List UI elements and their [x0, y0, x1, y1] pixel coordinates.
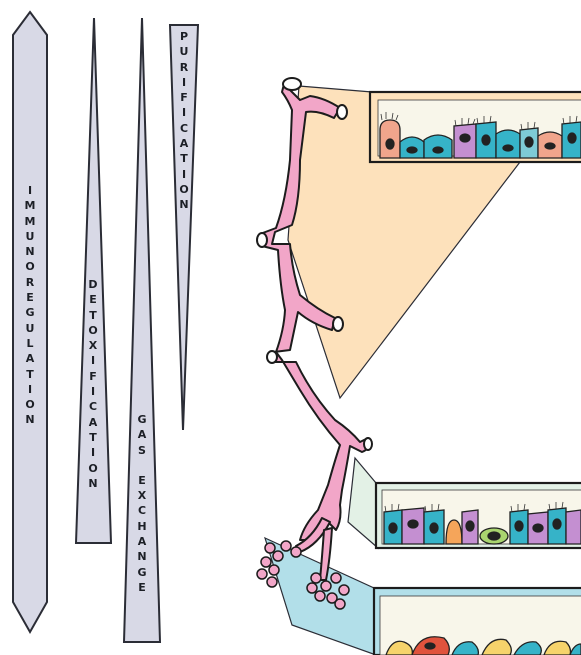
label-letter: O — [25, 259, 34, 274]
label-letter: N — [25, 244, 34, 259]
label-letter: S — [138, 443, 146, 458]
label-letter: I — [28, 382, 32, 397]
middle-zoom-funnel — [348, 458, 378, 548]
label-letter: I — [28, 183, 32, 198]
label-letter: N — [88, 476, 97, 491]
label-letter: N — [25, 412, 34, 427]
label-letter: G — [137, 412, 146, 427]
label-letter: T — [89, 430, 97, 445]
label-letter: U — [26, 321, 35, 336]
label-letter: E — [89, 292, 97, 307]
label-letter: M — [25, 198, 36, 213]
label-letter: A — [26, 351, 35, 366]
label-letter: T — [180, 151, 188, 166]
label-letter: I — [182, 167, 186, 182]
label-letter: O — [179, 182, 188, 197]
label-letter: R — [180, 60, 188, 75]
label-letter: A — [89, 415, 98, 430]
label-letter: C — [180, 121, 188, 136]
label-letter: O — [88, 461, 97, 476]
label-letter: F — [180, 90, 188, 105]
label-letter: U — [180, 44, 189, 59]
label-letter: O — [25, 397, 34, 412]
label-letter: I — [182, 105, 186, 120]
label-letter: A — [180, 136, 189, 151]
label-letter: E — [26, 290, 34, 305]
label-letter: C — [138, 503, 146, 518]
label-letter: O — [88, 323, 97, 338]
label-letter: T — [89, 308, 97, 323]
label-letter: P — [180, 29, 188, 44]
label-letter: A — [138, 427, 147, 442]
label-letter: X — [138, 488, 146, 503]
label-letter: R — [26, 275, 34, 290]
label-letter: I — [91, 445, 95, 460]
label-letter: C — [89, 399, 97, 414]
label-letter: F — [89, 369, 97, 384]
label-letter: I — [91, 353, 95, 368]
label-letter: G — [25, 305, 34, 320]
label-letter: L — [26, 336, 33, 351]
label-letter: U — [26, 229, 35, 244]
label-letter: N — [137, 549, 146, 564]
label-letter: I — [182, 75, 186, 90]
label-letter: H — [137, 519, 146, 534]
label-letter: E — [138, 473, 146, 488]
label-letter: M — [25, 214, 36, 229]
label-letter: E — [138, 580, 146, 595]
label-letter: X — [89, 338, 97, 353]
label-letter: N — [179, 197, 188, 212]
label-letter: A — [138, 534, 147, 549]
label-letter: D — [88, 277, 97, 292]
label-letter: I — [91, 384, 95, 399]
label-letter: G — [137, 565, 146, 580]
label-letter: T — [26, 367, 34, 382]
